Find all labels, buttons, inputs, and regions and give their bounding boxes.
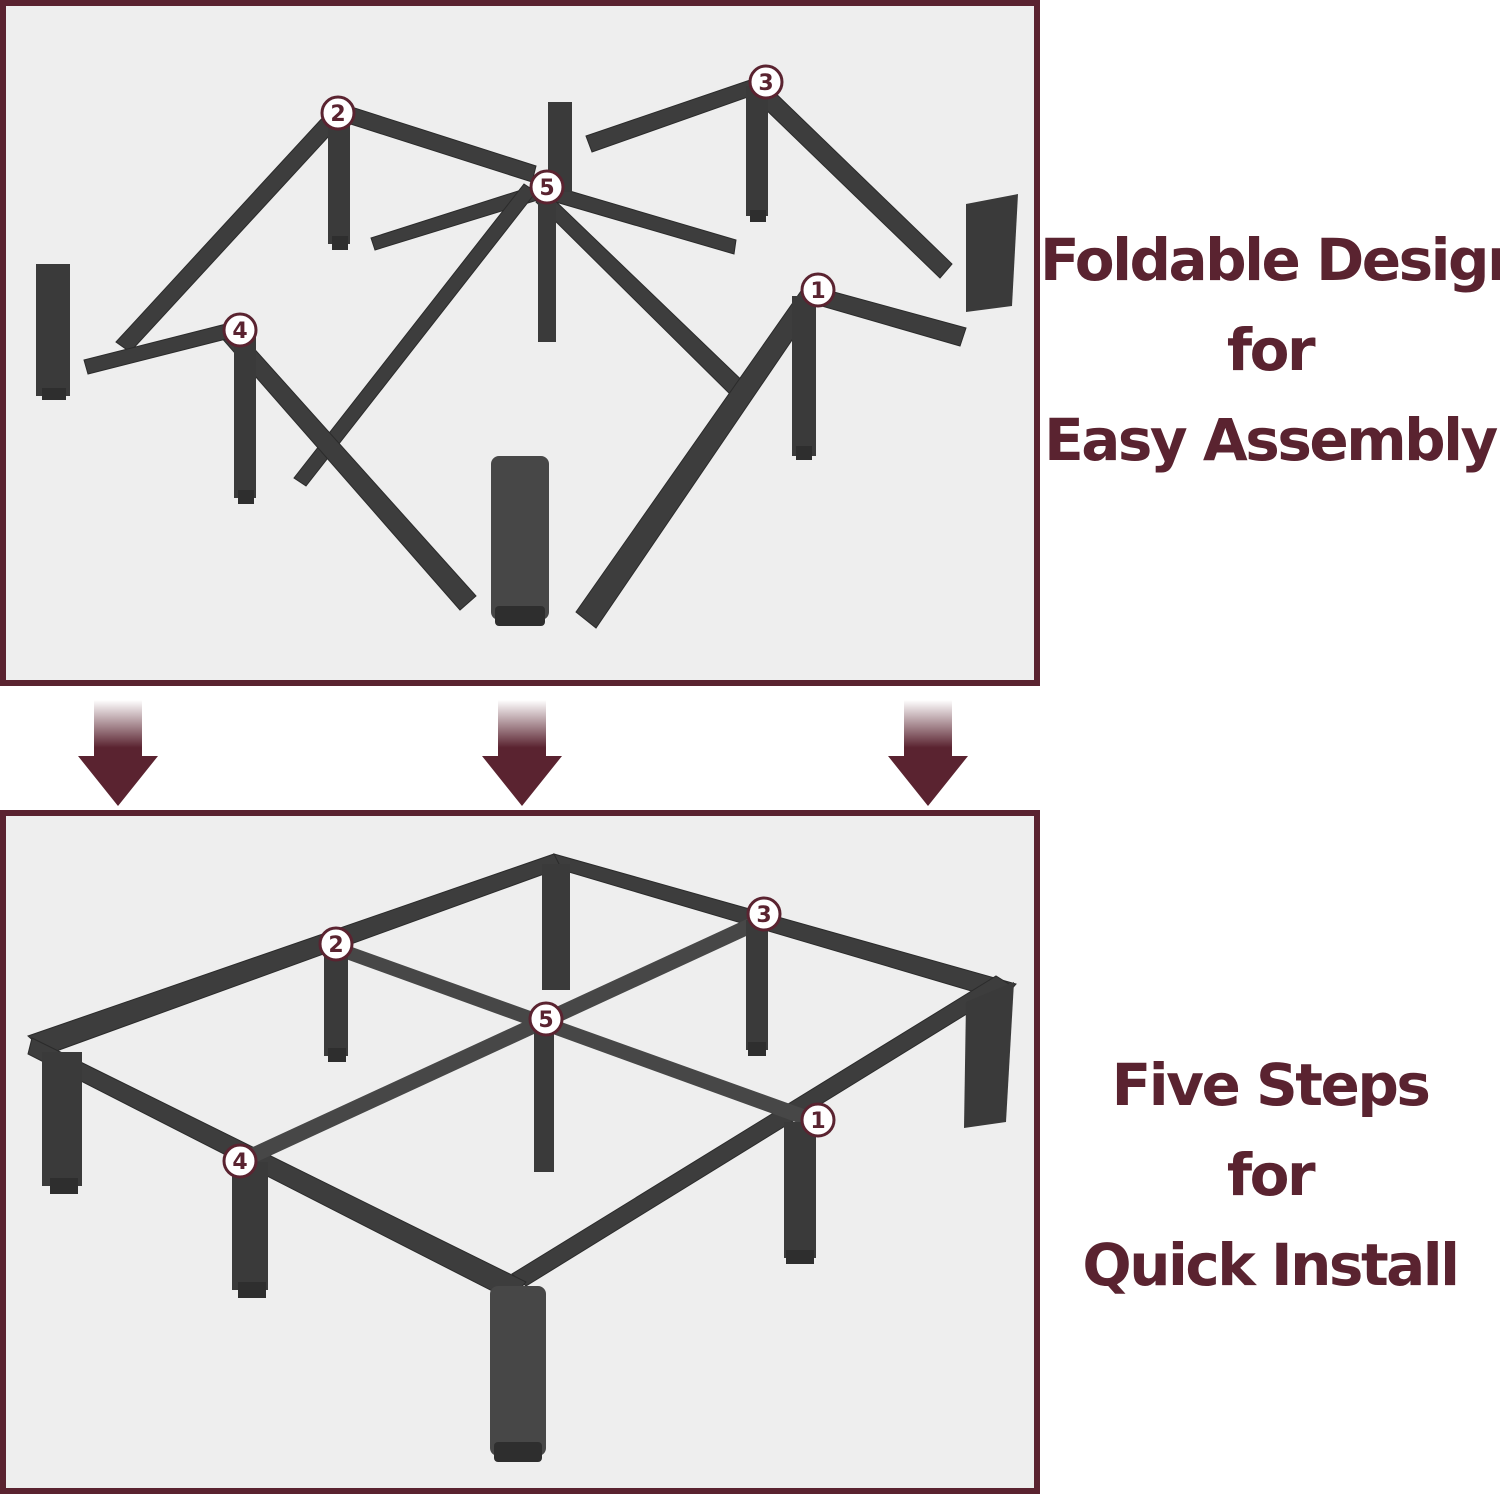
step-marker-5: 5: [528, 1001, 564, 1037]
step-marker-2: 2: [318, 926, 354, 962]
down-arrow-icon: [78, 700, 158, 806]
caption-line: for: [1226, 316, 1316, 384]
caption-foldable-design: Foldable Design for Easy Assembly: [1040, 215, 1500, 485]
step-marker-3: 3: [748, 64, 784, 100]
step-marker-4: 4: [222, 312, 258, 348]
step-marker-5: 5: [529, 169, 565, 205]
svg-text:3: 3: [758, 71, 773, 96]
assembled-frame-panel: 2 3 5 4 1: [0, 810, 1040, 1494]
svg-text:3: 3: [756, 903, 771, 928]
svg-text:5: 5: [539, 176, 554, 201]
assembled-frame-illustration: 2 3 5 4 1: [27, 853, 1017, 1462]
svg-text:4: 4: [232, 319, 247, 344]
svg-text:2: 2: [330, 102, 345, 127]
down-arrow-icon: [482, 700, 562, 806]
caption-line: for: [1226, 1141, 1316, 1209]
svg-text:2: 2: [328, 933, 343, 958]
down-arrow-icon: [888, 700, 968, 806]
caption-line: Quick Install: [1082, 1231, 1460, 1299]
svg-text:1: 1: [810, 279, 825, 304]
folded-frame-illustration: 2 3 5 4 1: [36, 64, 1018, 629]
folded-frame-panel: 2 3 5 4 1: [0, 0, 1040, 686]
step-marker-3: 3: [746, 896, 782, 932]
svg-text:4: 4: [232, 1150, 247, 1175]
svg-text:1: 1: [810, 1109, 825, 1134]
step-marker-1: 1: [800, 1102, 836, 1138]
step-marker-1: 1: [800, 272, 836, 308]
caption-line: Easy Assembly: [1044, 406, 1498, 474]
step-marker-4: 4: [222, 1143, 258, 1179]
caption-line: Five Steps: [1111, 1051, 1431, 1119]
svg-text:5: 5: [538, 1008, 553, 1033]
caption-line: Foldable Design: [1040, 226, 1500, 294]
caption-five-steps: Five Steps for Quick Install: [1040, 1040, 1500, 1310]
step-marker-2: 2: [320, 95, 356, 131]
